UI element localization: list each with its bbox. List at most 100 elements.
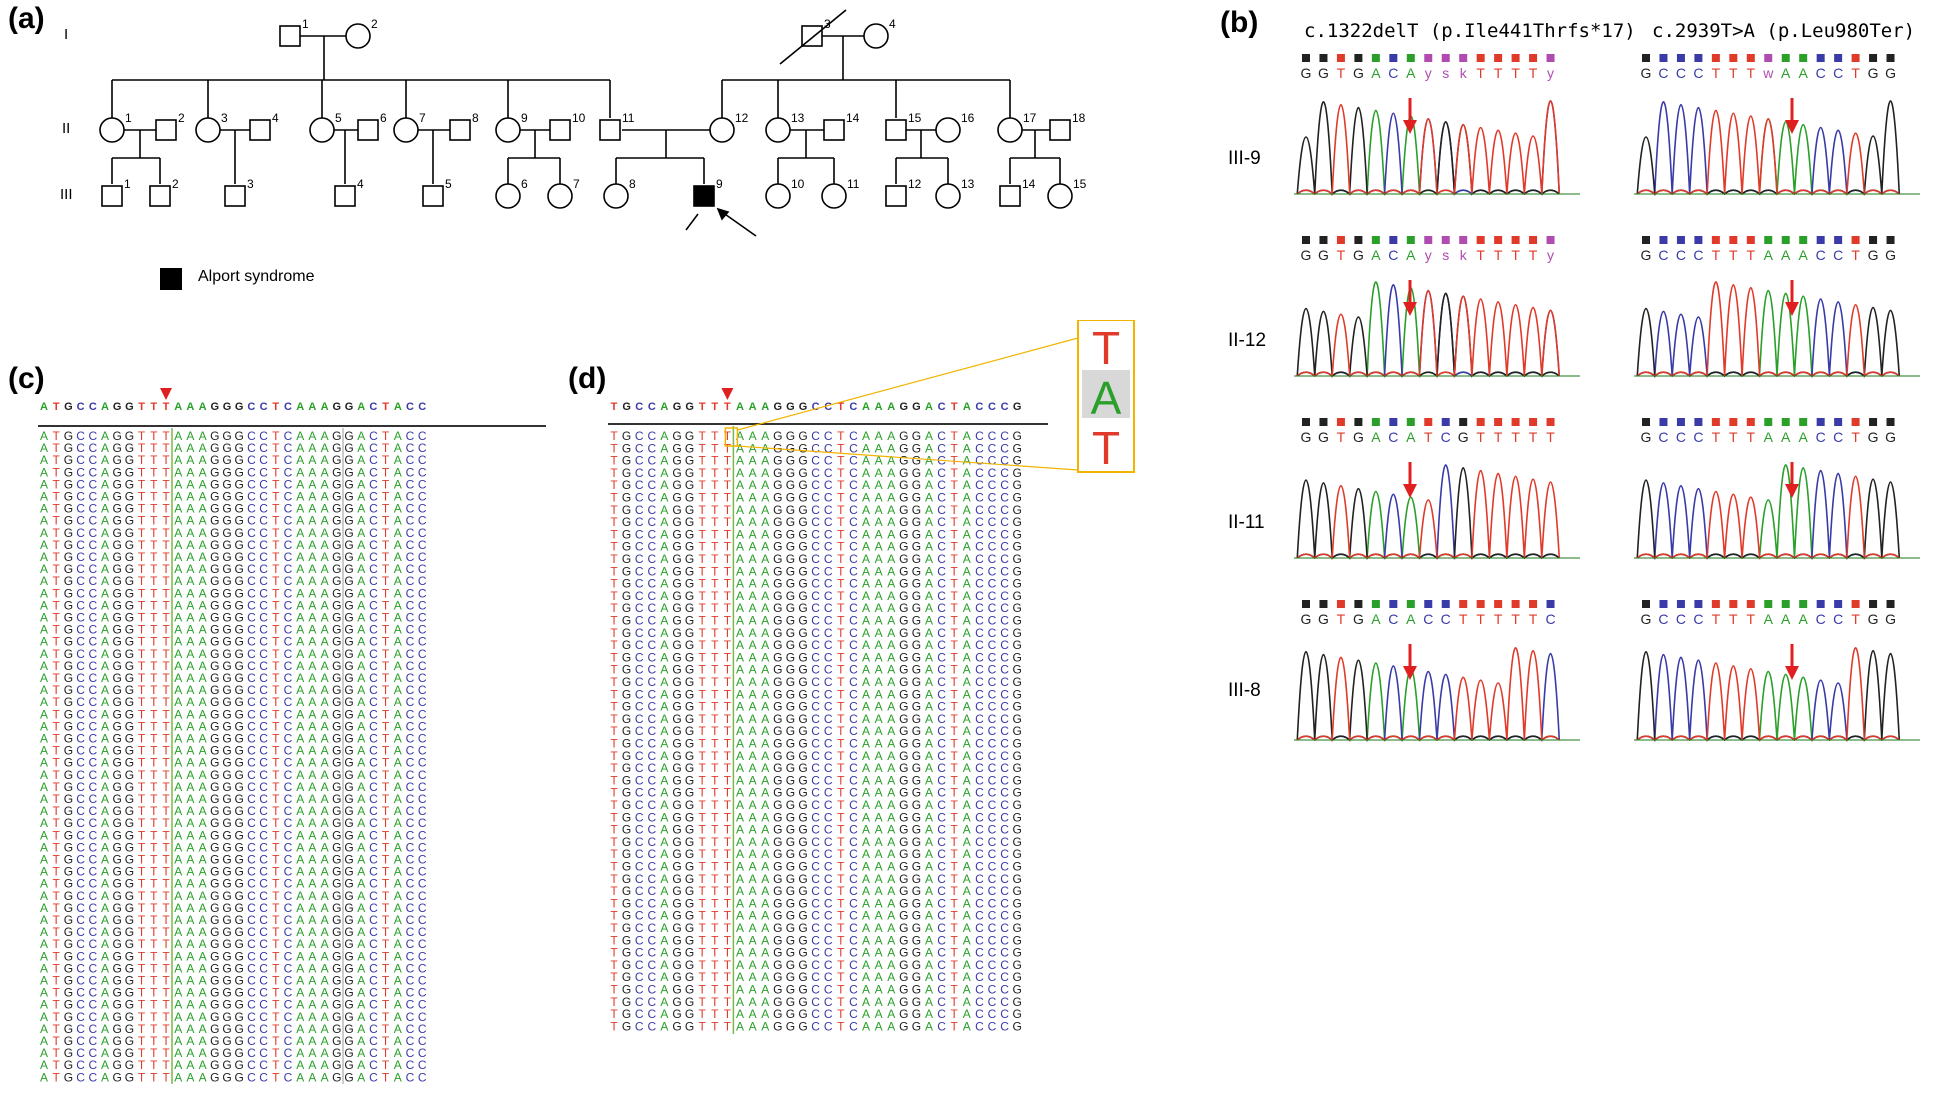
read-base: G — [235, 865, 244, 879]
read-base: T — [724, 786, 732, 800]
read-base: A — [761, 675, 769, 689]
read-base: C — [76, 1070, 85, 1084]
read-base: A — [925, 577, 933, 591]
read-base: G — [685, 601, 694, 615]
read-base: T — [699, 724, 707, 738]
read-base: C — [76, 828, 85, 842]
read-base: T — [162, 514, 170, 528]
read-base: A — [40, 949, 48, 963]
read-base: A — [660, 970, 668, 984]
read-base: G — [125, 853, 134, 867]
read-base: C — [284, 550, 293, 564]
read-base: G — [912, 503, 921, 517]
read-base: A — [101, 586, 109, 600]
read-base: G — [786, 700, 795, 714]
read-base: T — [382, 768, 390, 782]
read-base: C — [88, 635, 97, 649]
read-base: A — [40, 816, 48, 830]
read-base: T — [724, 552, 732, 566]
read-base: A — [174, 562, 182, 576]
read-base: G — [64, 659, 73, 673]
read-base: T — [837, 737, 845, 751]
read-base: C — [247, 998, 256, 1012]
read-base: T — [711, 650, 719, 664]
read-base: G — [113, 756, 122, 770]
read-base: A — [186, 659, 194, 673]
read-base: G — [912, 884, 921, 898]
base-call: C — [1423, 611, 1433, 627]
read-base: C — [76, 986, 85, 1000]
read-base: T — [53, 744, 61, 758]
read-base: T — [272, 441, 280, 455]
read-base: A — [761, 1019, 769, 1033]
read-base: C — [76, 538, 85, 552]
read-base: G — [786, 946, 795, 960]
read-base: T — [951, 983, 959, 997]
read-base: A — [761, 761, 769, 775]
mutation-title-2: c.2939T>A (p.Leu980Ter) — [1652, 20, 1916, 42]
g2-individual-12 — [709, 117, 735, 143]
read-base: A — [660, 601, 668, 615]
read-base: A — [186, 465, 194, 479]
read-base: C — [988, 577, 997, 591]
read-base: C — [284, 719, 293, 733]
read-base: C — [369, 853, 378, 867]
quality-square — [1781, 236, 1790, 244]
read-base: A — [761, 737, 769, 751]
read-base: C — [88, 526, 97, 540]
read-base: G — [899, 441, 908, 455]
read-base: A — [963, 675, 971, 689]
quality-square — [1459, 54, 1468, 62]
read-base: G — [64, 744, 73, 758]
read-base: C — [284, 586, 293, 600]
read-base: C — [369, 1022, 378, 1036]
read-base: G — [798, 946, 807, 960]
read-base: G — [773, 847, 782, 861]
g3-individual-1-label: 1 — [124, 177, 131, 191]
read-base: A — [357, 937, 365, 951]
read-base: G — [685, 737, 694, 751]
read-base: T — [610, 466, 618, 480]
read-base: G — [235, 877, 244, 891]
read-base: G — [899, 466, 908, 480]
read-base: C — [988, 786, 997, 800]
read-base: G — [125, 623, 134, 637]
read-base: G — [125, 477, 134, 491]
consensus-base: T — [724, 401, 731, 413]
read-base: A — [174, 768, 182, 782]
read-base: A — [749, 933, 757, 947]
read-base: C — [284, 465, 293, 479]
read-base: T — [711, 577, 719, 591]
read-base: G — [113, 683, 122, 697]
read-base: G — [622, 650, 631, 664]
read-base: T — [150, 756, 158, 770]
read-base: G — [113, 792, 122, 806]
g2-individual-16-label: 16 — [961, 111, 975, 125]
read-base: G — [125, 707, 134, 721]
read-base: A — [199, 804, 207, 818]
read-base: A — [101, 1010, 109, 1024]
read-base: A — [963, 712, 971, 726]
read-base: A — [862, 700, 870, 714]
consensus-base: C — [247, 401, 255, 413]
read-base: C — [418, 1058, 427, 1072]
read-base: C — [975, 724, 984, 738]
read-base: T — [382, 961, 390, 975]
read-base: C — [76, 441, 85, 455]
read-base: C — [247, 550, 256, 564]
read-base: A — [101, 550, 109, 564]
read-base: T — [610, 540, 618, 554]
read-base: G — [672, 786, 681, 800]
read-base: A — [308, 586, 316, 600]
read-base: T — [699, 786, 707, 800]
read-base: T — [724, 798, 732, 812]
read-base: T — [699, 552, 707, 566]
read-base: C — [418, 477, 427, 491]
read-base: C — [811, 810, 820, 824]
read-base: T — [53, 611, 61, 625]
g3-individual-8 — [603, 183, 629, 209]
g3-individual-6 — [495, 183, 521, 209]
read-base: C — [259, 744, 268, 758]
read-base: G — [332, 635, 341, 649]
read-base: A — [199, 526, 207, 540]
